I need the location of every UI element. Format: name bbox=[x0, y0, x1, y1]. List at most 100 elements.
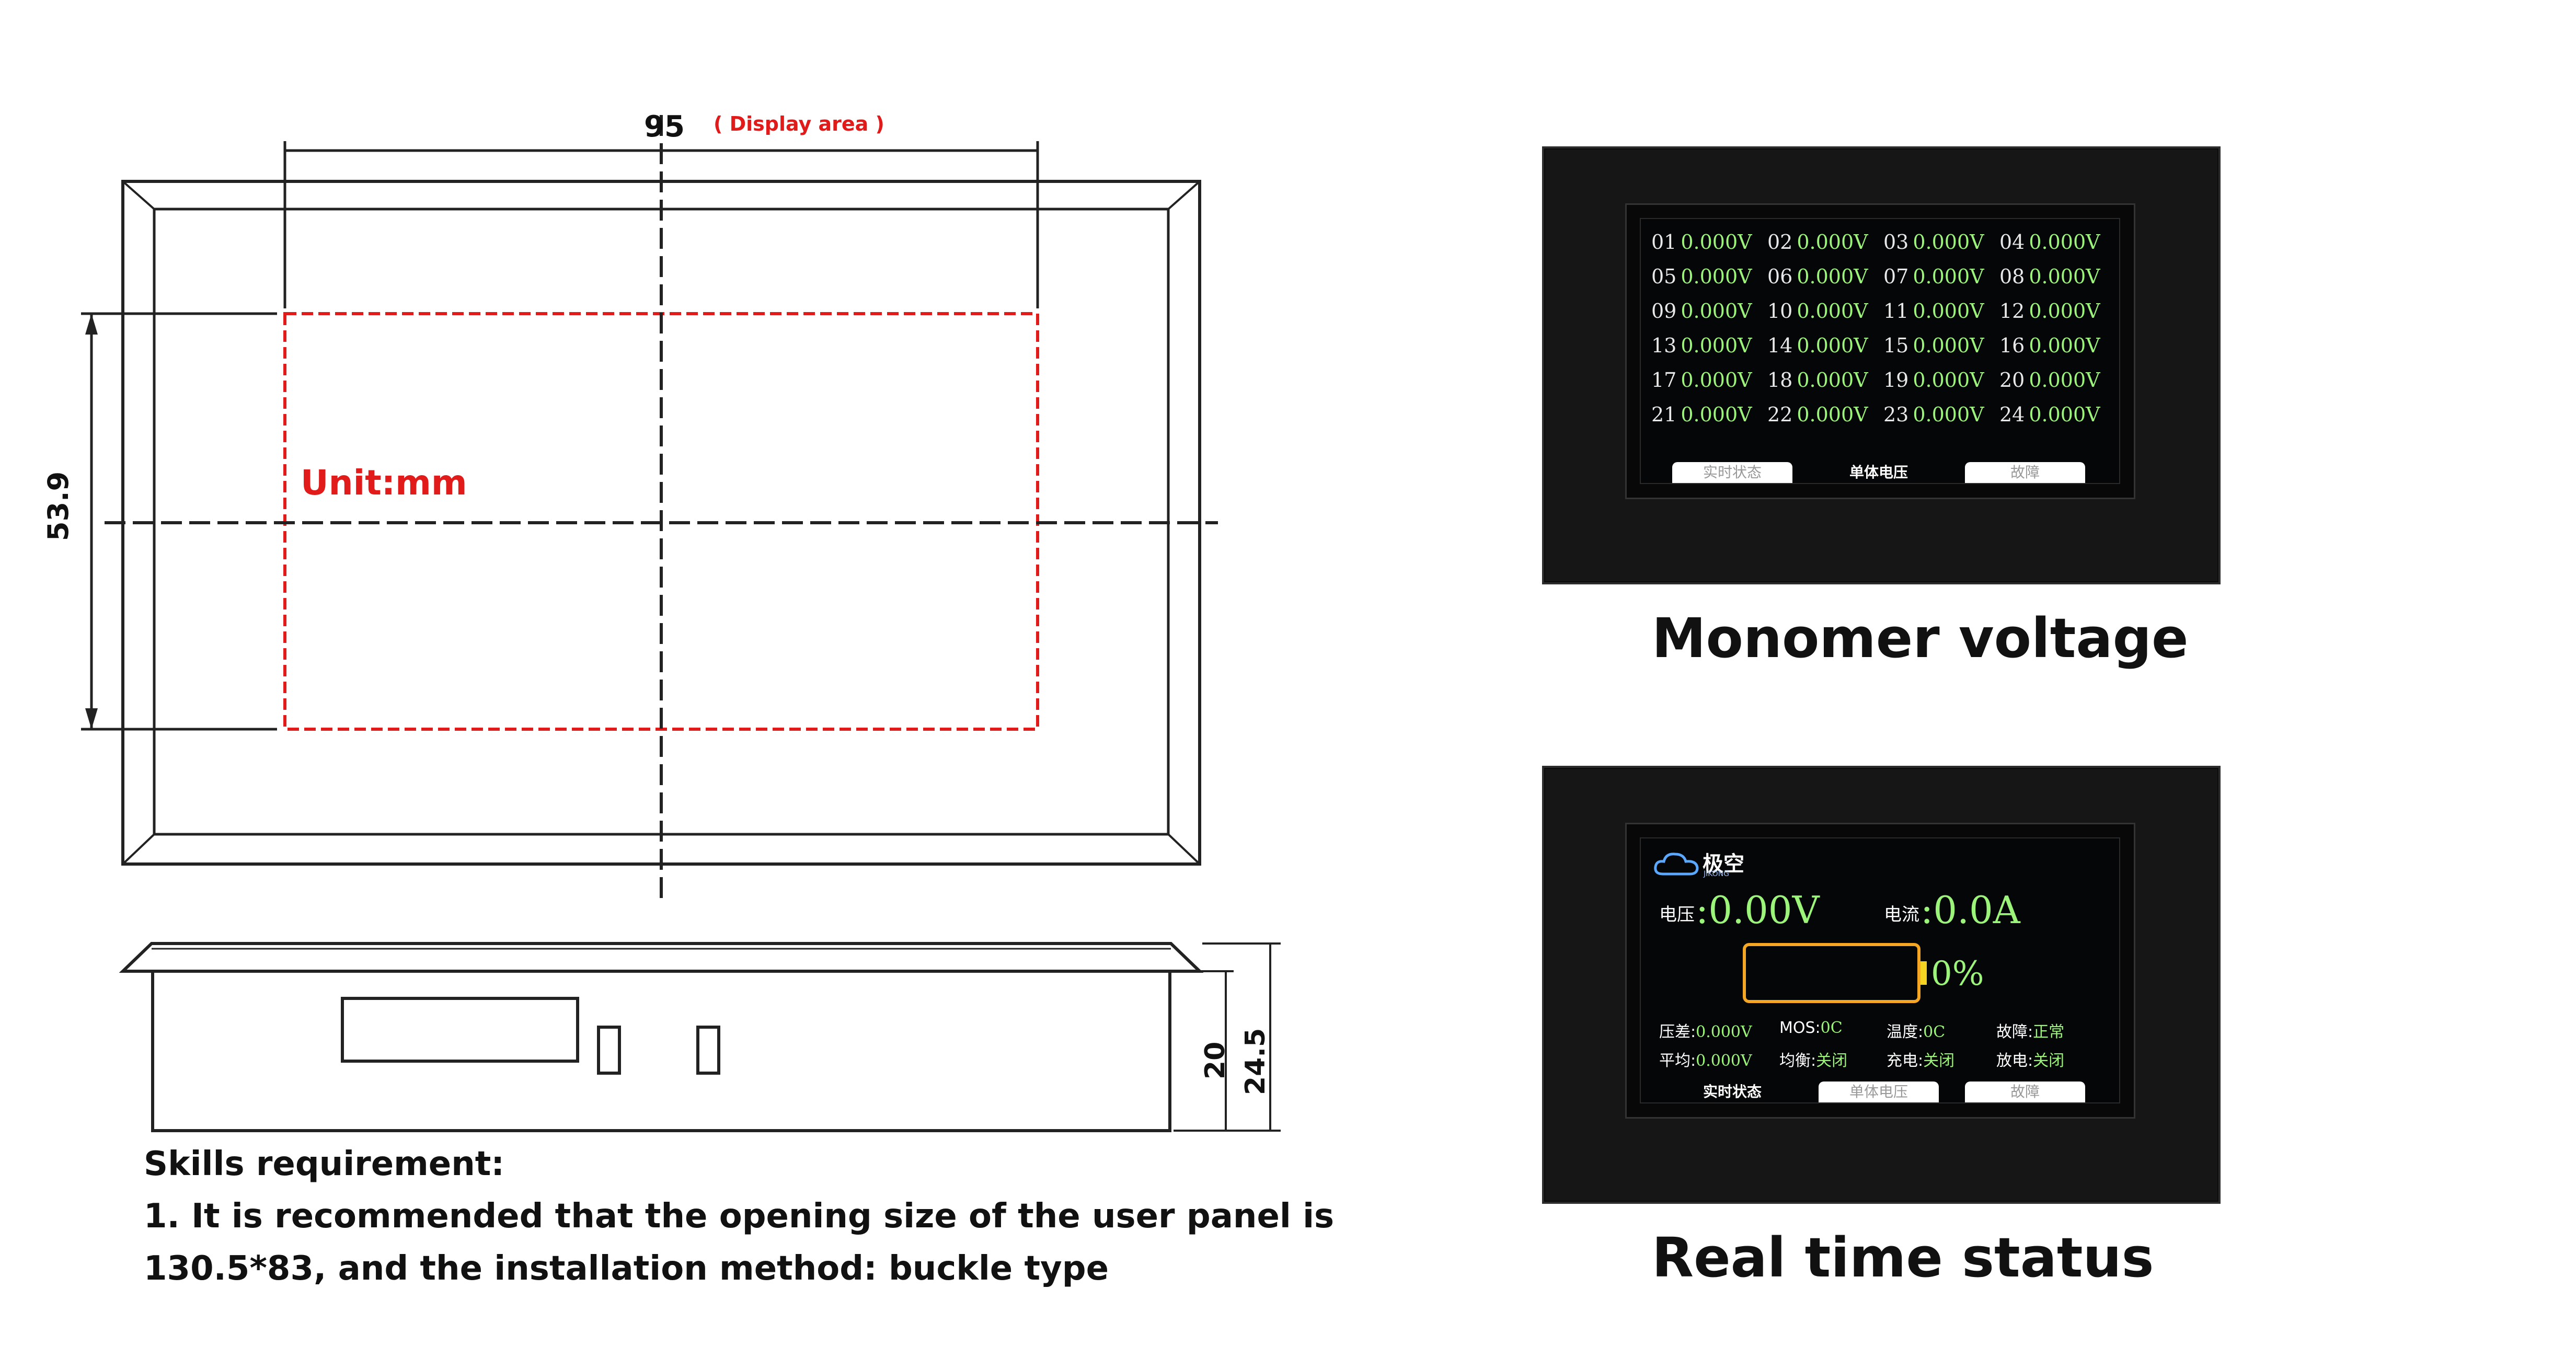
status-field-label: 平均: bbox=[1659, 1052, 1696, 1070]
cell-voltage-value: 0.000V bbox=[1913, 231, 1984, 254]
requirements-heading: Skills requirement: bbox=[144, 1145, 504, 1183]
status-field: 平均:0.000V bbox=[1659, 1048, 1752, 1071]
cell-number: 15 bbox=[1883, 334, 1909, 357]
cell-number: 21 bbox=[1651, 403, 1677, 426]
cell-number: 23 bbox=[1883, 403, 1909, 426]
status-field-value: 关闭 bbox=[1816, 1052, 1848, 1070]
cell-number: 02 bbox=[1767, 231, 1793, 254]
cell-number: 01 bbox=[1651, 231, 1677, 254]
cell-number: 17 bbox=[1651, 369, 1677, 392]
current-value: :0.0A bbox=[1920, 888, 2020, 932]
cell-voltage-value: 0.000V bbox=[1681, 334, 1752, 357]
cell-voltage-value: 0.000V bbox=[1797, 265, 1868, 288]
side-connector bbox=[341, 997, 579, 1063]
height-dimension-label: 53.9 bbox=[42, 471, 75, 541]
cell-number: 18 bbox=[1767, 369, 1793, 392]
status-field-label: MOS: bbox=[1779, 1019, 1821, 1037]
battery-terminal bbox=[1920, 961, 1927, 985]
voltage-value: :0.00V bbox=[1696, 888, 1820, 932]
tab-fault[interactable]: 故障 bbox=[1965, 462, 2085, 483]
battery-percent: 0% bbox=[1931, 954, 1984, 993]
bevel-line bbox=[122, 180, 155, 210]
cell-number: 12 bbox=[1999, 300, 2025, 323]
cell-number: 11 bbox=[1883, 300, 1909, 323]
requirements-line-2: 130.5*83, and the installation method: b… bbox=[144, 1249, 1109, 1288]
cell-voltage-value: 0.000V bbox=[1681, 231, 1752, 254]
battery-icon bbox=[1743, 943, 1920, 1003]
status-field: 放电:关闭 bbox=[1996, 1048, 2064, 1071]
cell-voltage-value: 0.000V bbox=[1913, 369, 1984, 392]
cell-voltage-value: 0.000V bbox=[1797, 403, 1868, 426]
device-bezel: 极空 JIKONG 电压 :0.00V 电流 :0.0A 0% 压差:0.000… bbox=[1625, 823, 2135, 1119]
tab-cell-voltage[interactable]: 单体电压 bbox=[1819, 462, 1939, 483]
cell-voltage-value: 0.000V bbox=[1797, 231, 1868, 254]
status-field: 压差:0.000V bbox=[1659, 1019, 1752, 1042]
cell-number: 14 bbox=[1767, 334, 1793, 357]
status-field-label: 放电: bbox=[1996, 1052, 2033, 1070]
display-area-label: ( Display area ) bbox=[714, 112, 884, 135]
cell-voltage-value: 0.000V bbox=[1681, 403, 1752, 426]
cell-number: 06 bbox=[1767, 265, 1793, 288]
monomer-tab-bar: 实时状态 单体电压 故障 bbox=[1641, 458, 2119, 483]
realtime-status-caption: Real time status bbox=[1652, 1226, 2154, 1290]
monomer-voltage-caption: Monomer voltage bbox=[1652, 606, 2189, 670]
side-flange bbox=[119, 942, 1204, 973]
bevel-line bbox=[1167, 833, 1201, 865]
cell-voltage-value: 0.000V bbox=[2029, 403, 2100, 426]
cell-voltage-value: 0.000V bbox=[2029, 334, 2100, 357]
requirements-line-1: 1. It is recommended that the opening si… bbox=[144, 1197, 1335, 1236]
cell-voltage-value: 0.000V bbox=[1681, 369, 1752, 392]
cell-number: 09 bbox=[1651, 300, 1677, 323]
status-field-value: 0C bbox=[1820, 1019, 1843, 1037]
arrow-head bbox=[85, 708, 98, 729]
cell-voltage-value: 0.000V bbox=[2029, 231, 2100, 254]
status-tab-bar: 实时状态 单体电压 故障 bbox=[1641, 1077, 2119, 1102]
cell-number: 07 bbox=[1883, 265, 1909, 288]
tab-cell-voltage[interactable]: 单体电压 bbox=[1819, 1082, 1939, 1102]
cell-voltage-value: 0.000V bbox=[1913, 403, 1984, 426]
status-field: 均衡:关闭 bbox=[1779, 1048, 1847, 1071]
logo-text: 极空 bbox=[1703, 852, 1744, 876]
cell-voltage-value: 0.000V bbox=[1913, 265, 1984, 288]
cell-number: 19 bbox=[1883, 369, 1909, 392]
cell-number: 10 bbox=[1767, 300, 1793, 323]
side-clip bbox=[597, 1026, 621, 1075]
current-label: 电流 bbox=[1884, 904, 1919, 925]
cell-voltage-value: 0.000V bbox=[1797, 369, 1868, 392]
status-field-value: 关闭 bbox=[1923, 1052, 1955, 1070]
tab-fault[interactable]: 故障 bbox=[1965, 1082, 2085, 1102]
cell-number: 20 bbox=[1999, 369, 2025, 392]
cell-voltage-value: 0.000V bbox=[1913, 334, 1984, 357]
status-field-value: 正常 bbox=[2033, 1023, 2065, 1041]
tab-realtime-status[interactable]: 实时状态 bbox=[1672, 1082, 1792, 1102]
cell-number: 03 bbox=[1883, 231, 1909, 254]
cell-voltage-value: 0.000V bbox=[2029, 369, 2100, 392]
tab-realtime-status[interactable]: 实时状态 bbox=[1672, 462, 1792, 483]
status-field: 充电:关闭 bbox=[1887, 1048, 1954, 1071]
status-field-value: 0.000V bbox=[1696, 1052, 1752, 1070]
cell-number: 13 bbox=[1651, 334, 1677, 357]
bevel-line bbox=[122, 833, 155, 865]
logo-subtext: JIKONG bbox=[1704, 870, 1730, 878]
cloud-logo-icon bbox=[1654, 853, 1699, 876]
cell-voltage-value: 0.000V bbox=[2029, 265, 2100, 288]
arrow-head bbox=[85, 314, 98, 335]
